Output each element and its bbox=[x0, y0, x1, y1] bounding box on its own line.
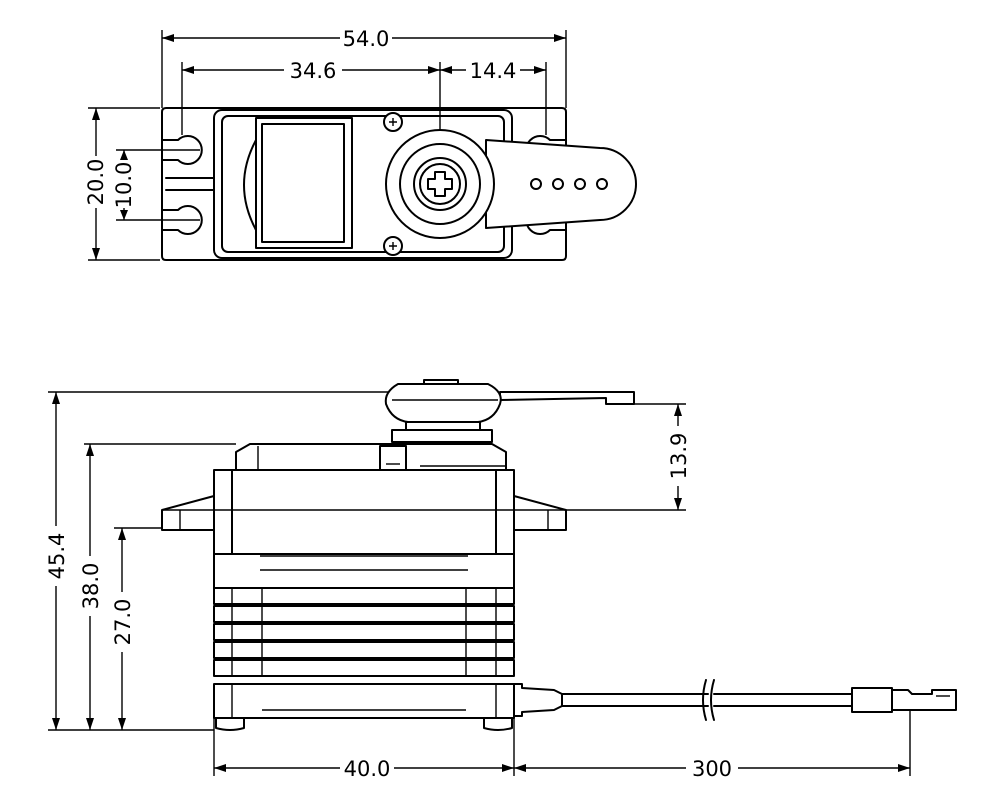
top-gear-cover-arc bbox=[243, 139, 257, 231]
horn-hole-4 bbox=[596, 178, 608, 190]
dim-shaft-to-hole: 14.4 bbox=[440, 59, 547, 135]
dim-hole-to-shaft-label: 34.6 bbox=[290, 59, 337, 83]
side-left-foot bbox=[215, 717, 245, 731]
output-gear-ring bbox=[399, 143, 481, 225]
output-shaft-hub bbox=[413, 157, 467, 211]
dim-case-width: 40.0 bbox=[213, 718, 515, 781]
dim-mount-height: 20.0 bbox=[84, 107, 160, 261]
servo-horn-arm bbox=[485, 139, 637, 229]
dim-overall-height-label: 45.4 bbox=[45, 533, 69, 580]
side-label-band bbox=[213, 553, 515, 589]
side-output-bushing bbox=[391, 429, 493, 443]
bottom-screw-icon bbox=[383, 236, 403, 256]
dim-mount-height-label: 20.0 bbox=[84, 159, 108, 206]
dim-lead-length-label: 300 bbox=[692, 757, 732, 781]
horn-hole-1 bbox=[530, 178, 542, 190]
side-cooling-fins bbox=[213, 587, 515, 677]
top-label-panel bbox=[255, 117, 353, 249]
dim-flange-to-horn-label: 13.9 bbox=[667, 433, 691, 480]
side-left-flange bbox=[161, 495, 215, 531]
horn-hole-2 bbox=[552, 178, 564, 190]
top-view: 54.0 34.6 14.4 bbox=[84, 27, 637, 261]
dim-hole-to-shaft: 34.6 bbox=[181, 59, 441, 135]
left-bottom-mount-slot bbox=[161, 205, 203, 235]
horn-screw-icon bbox=[427, 171, 453, 197]
side-bottom-case bbox=[213, 683, 515, 719]
dim-flange-height-label: 27.0 bbox=[111, 599, 135, 646]
top-mount-flange bbox=[161, 107, 567, 261]
left-top-mount-slot bbox=[161, 135, 203, 165]
dim-overall-width: 54.0 bbox=[161, 27, 567, 108]
side-screw-head bbox=[379, 445, 407, 471]
dim-shaft-to-hole-label: 14.4 bbox=[470, 59, 517, 83]
top-label-window bbox=[261, 123, 345, 243]
dim-lead-length: 300 bbox=[514, 710, 911, 781]
dim-case-height-label: 38.0 bbox=[79, 563, 103, 610]
dim-hole-spacing: 10.0 bbox=[112, 149, 200, 221]
output-shaft-spline bbox=[419, 163, 461, 205]
horn-hole-3 bbox=[574, 178, 586, 190]
side-right-foot bbox=[483, 717, 513, 731]
dim-overall-height: 45.4 bbox=[45, 391, 388, 731]
side-wire-strain-relief bbox=[513, 683, 563, 717]
side-output-shaft bbox=[405, 421, 481, 431]
dim-hole-spacing-label: 10.0 bbox=[112, 162, 136, 209]
dim-flange-height: 27.0 bbox=[111, 527, 162, 730]
wire-break-mark-2 bbox=[710, 679, 715, 721]
side-horn-cap bbox=[423, 379, 459, 385]
dim-case-width-label: 40.0 bbox=[344, 757, 391, 781]
side-view: 45.4 38.0 27.0 13.9 bbox=[45, 379, 957, 781]
side-horn-hub bbox=[384, 383, 502, 423]
dim-flange-to-horn: 13.9 bbox=[566, 403, 691, 511]
side-upper-case bbox=[213, 469, 515, 555]
dim-overall-width-label: 54.0 bbox=[343, 27, 390, 51]
wire-break-mark-1 bbox=[702, 679, 707, 721]
side-right-flange bbox=[513, 495, 567, 531]
top-screw-icon bbox=[383, 112, 403, 132]
side-horn-arm bbox=[499, 391, 635, 405]
lead-connector-plug bbox=[891, 689, 957, 711]
dim-case-height: 38.0 bbox=[79, 443, 236, 730]
lead-connector-body bbox=[851, 687, 893, 713]
